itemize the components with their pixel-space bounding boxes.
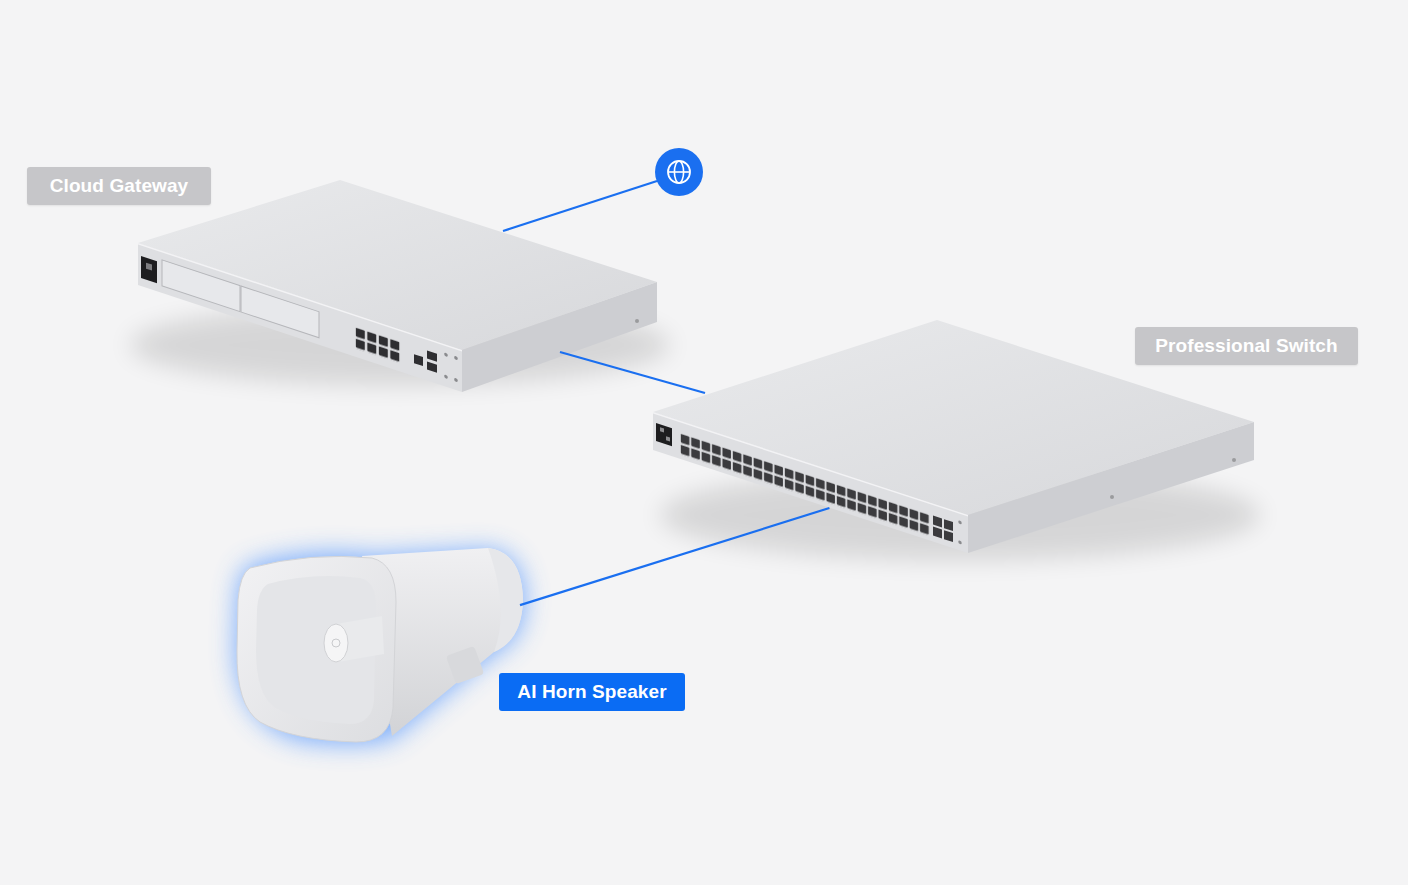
- device-label: Cloud Gateway: [27, 167, 211, 205]
- internet-globe: [655, 148, 703, 196]
- device-node: Cloud Gateway: [27, 165, 657, 352]
- internet-wire: [503, 181, 657, 231]
- horn-speaker: [236, 548, 524, 744]
- device-node: AI Horn Speaker: [235, 548, 520, 745]
- device-label: AI Horn Speaker: [499, 673, 685, 711]
- device-label: Professional Switch: [1135, 327, 1358, 365]
- network-cable: [560, 352, 705, 393]
- network-cable: [520, 508, 829, 605]
- device-node: Professional Switch: [705, 393, 1360, 508]
